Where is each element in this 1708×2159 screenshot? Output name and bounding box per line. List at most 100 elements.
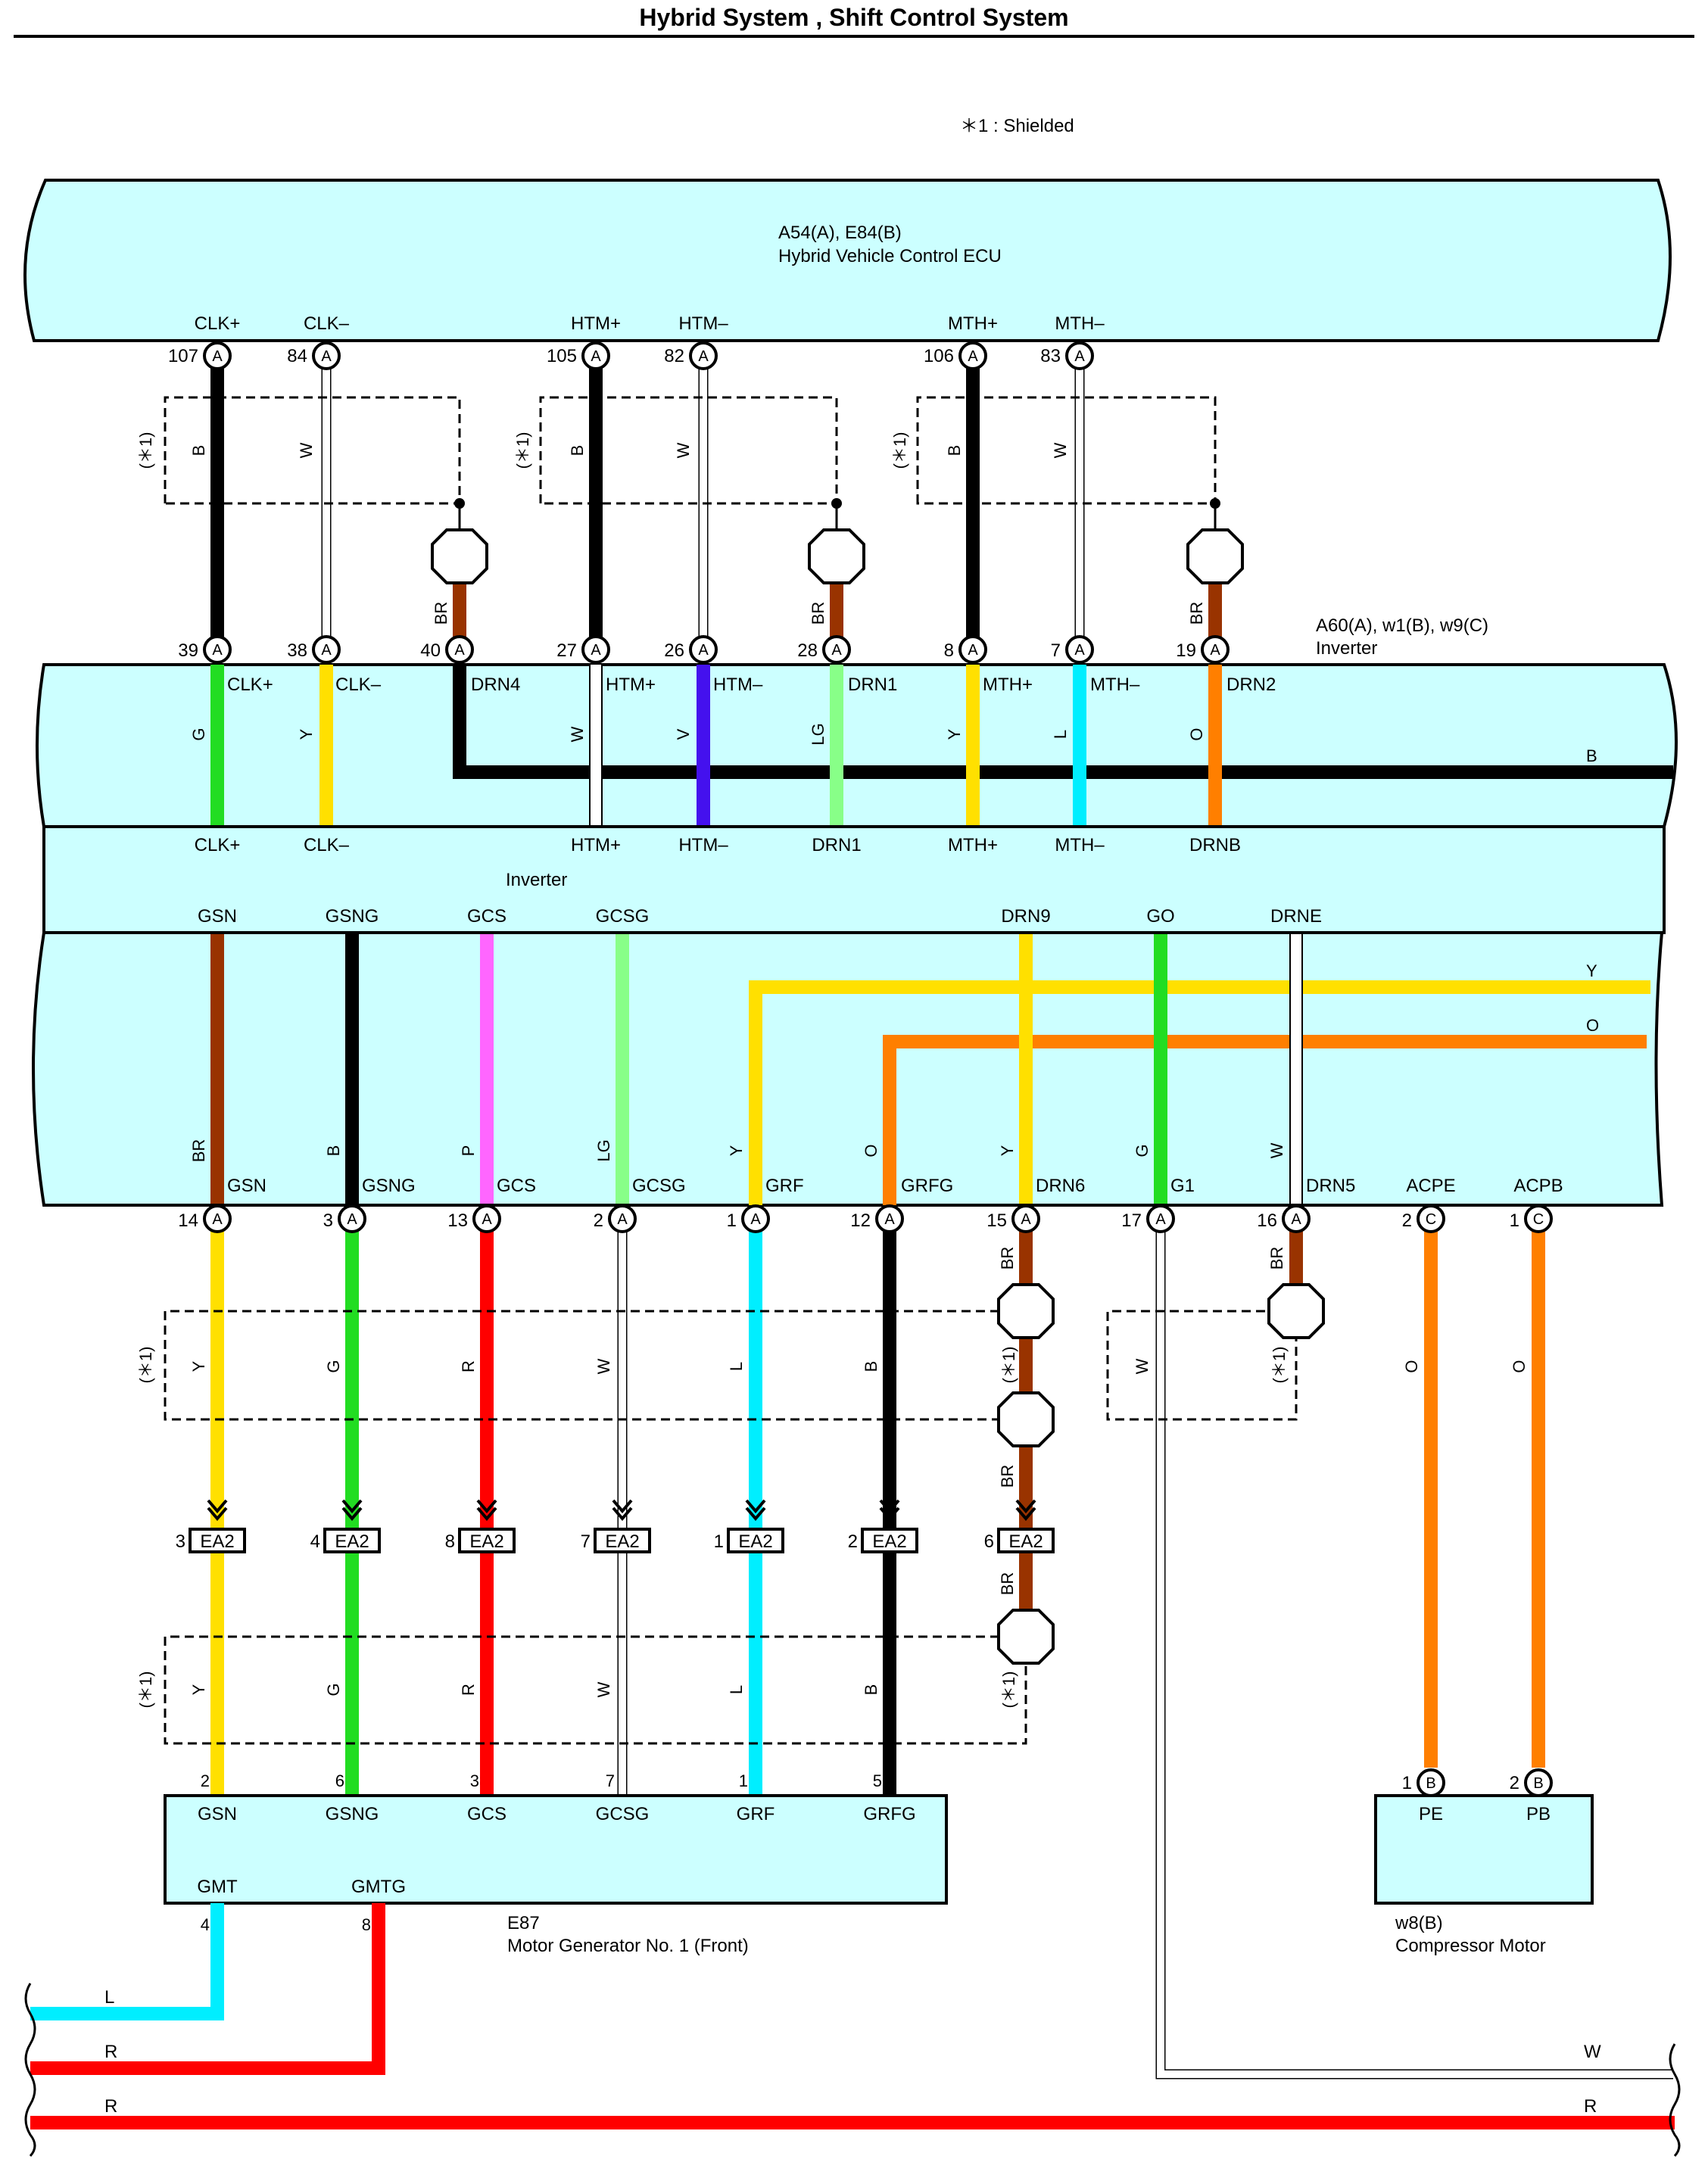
svg-text:2: 2 [594,1210,603,1231]
svg-text:A: A [617,1211,628,1228]
svg-text:1: 1 [1510,1210,1519,1231]
svg-text:W: W [568,726,587,742]
svg-text:(＊1): (＊1) [136,1347,155,1384]
svg-text:2: 2 [201,1771,210,1790]
svg-text:L: L [1051,730,1070,739]
svg-text:Y: Y [297,728,316,740]
mg1-lower-pin-numbers: 4 8 [201,1915,371,1934]
svg-text:105: 105 [547,346,577,366]
svg-text:GCS: GCS [467,1804,506,1824]
svg-text:CLK+: CLK+ [195,835,241,855]
svg-text:GRFG: GRFG [901,1176,953,1196]
svg-text:A: A [1021,1211,1031,1228]
svg-text:2: 2 [848,1531,858,1552]
svg-text:MTH–: MTH– [1055,835,1105,855]
svg-text:1: 1 [739,1771,748,1790]
svg-text:Y: Y [945,728,964,740]
svg-text:13: 13 [447,1210,468,1231]
svg-text:A: A [1074,348,1085,365]
svg-text:27: 27 [556,640,577,661]
mg1-lower-pin-labels: GMT GMTG [197,1877,406,1897]
svg-text:(＊1): (＊1) [1270,1347,1289,1384]
svg-text:A: A [968,348,978,365]
inverter-inner-name: Inverter [506,870,567,890]
shield-note: ＊1 : Shielded [960,116,1074,136]
svg-text:Y: Y [189,1684,208,1695]
svg-text:MTH+: MTH+ [948,835,998,855]
svg-text:83: 83 [1040,346,1061,366]
svg-text:A: A [698,348,709,365]
lower-wire-color-codes: Y G R W L B BR W BR O O [189,1247,1529,1375]
svg-text:7: 7 [581,1531,591,1552]
svg-text:L: L [104,1987,114,2008]
svg-text:EA2: EA2 [469,1531,503,1552]
svg-text:EA2: EA2 [1008,1531,1043,1552]
svg-text:107: 107 [168,346,198,366]
svg-text:C: C [1533,1211,1544,1228]
right-break-marks [1669,2043,1681,2157]
svg-text:BR: BR [432,602,450,625]
svg-text:O: O [1402,1360,1421,1372]
svg-text:8: 8 [445,1531,455,1552]
svg-text:Y: Y [998,1145,1017,1156]
svg-text:BR: BR [1267,1247,1286,1270]
compressor-pin-numbers: 1 2 [1402,1773,1519,1793]
svg-text:GSNG: GSNG [326,1804,379,1824]
inverter-top-inner-labels: CLK+ CLK– DRN4 HTM+ HTM– DRN1 MTH+ MTH– … [227,674,1276,695]
svg-text:R: R [104,2096,117,2117]
svg-text:2: 2 [1402,1210,1412,1231]
svg-text:W: W [594,1681,613,1697]
svg-text:C: C [1426,1211,1436,1228]
svg-text:W: W [1267,1142,1286,1158]
svg-text:7: 7 [606,1771,615,1790]
inverter-lower-top-labels: GSN GSNG GCS GCSG DRN9 GO DRNE [198,906,1322,927]
connector-pin-circles [203,341,1553,1797]
ecu-code: A54(A), E84(B) [778,223,902,243]
svg-text:O: O [1510,1360,1529,1372]
svg-text:28: 28 [797,640,818,661]
bus-wire-r-upper [30,1903,385,2075]
svg-text:1: 1 [714,1531,724,1552]
inverter-lower-band [32,931,1664,1207]
svg-text:HTM+: HTM+ [571,835,621,855]
inverter-code: A60(A), w1(B), w9(C) [1316,615,1488,636]
inverter-ground-bus-b [453,665,1673,779]
upper-shield-ground-lines [458,503,1217,530]
svg-text:W: W [1133,1358,1152,1374]
svg-text:A: A [212,348,223,365]
svg-text:B: B [945,445,964,456]
svg-text:(＊1): (＊1) [513,432,532,469]
svg-text:3: 3 [470,1771,479,1790]
svg-text:3: 3 [323,1210,333,1231]
svg-text:A: A [1291,1211,1301,1228]
svg-text:A: A [212,1211,223,1228]
svg-text:CLK–: CLK– [304,313,350,334]
svg-text:A: A [831,642,842,659]
inv-wire-grfg-o-route [883,1035,1647,1205]
svg-text:BR: BR [1187,602,1206,625]
ea2-pin-numbers: 3 4 8 7 1 2 6 [176,1531,994,1552]
svg-text:GSN: GSN [198,906,237,927]
svg-text:GRF: GRF [737,1804,775,1824]
svg-text:A: A [750,1211,761,1228]
svg-text:B: B [1586,746,1597,765]
svg-text:G: G [1133,1144,1152,1157]
compressor-name: Compressor Motor [1395,1936,1546,1956]
svg-text:GSNG: GSNG [362,1176,416,1196]
svg-text:MTH+: MTH+ [948,313,998,334]
svg-text:GO: GO [1146,906,1174,927]
svg-text:12: 12 [850,1210,871,1231]
svg-text:EA2: EA2 [605,1531,639,1552]
svg-text:A: A [591,642,601,659]
svg-text:HTM–: HTM– [678,835,728,855]
ea2-connector-arrows [207,1499,1036,1522]
svg-text:15: 15 [986,1210,1007,1231]
svg-text:GSNG: GSNG [326,906,379,927]
svg-text:HTM–: HTM– [713,674,763,695]
inv-wire-grf-y-route [749,980,1650,1205]
svg-text:A: A [698,642,709,659]
svg-text:BR: BR [189,1139,208,1163]
ea2-connector-codes: EA2 EA2 EA2 EA2 EA2 EA2 EA2 [200,1531,1043,1552]
